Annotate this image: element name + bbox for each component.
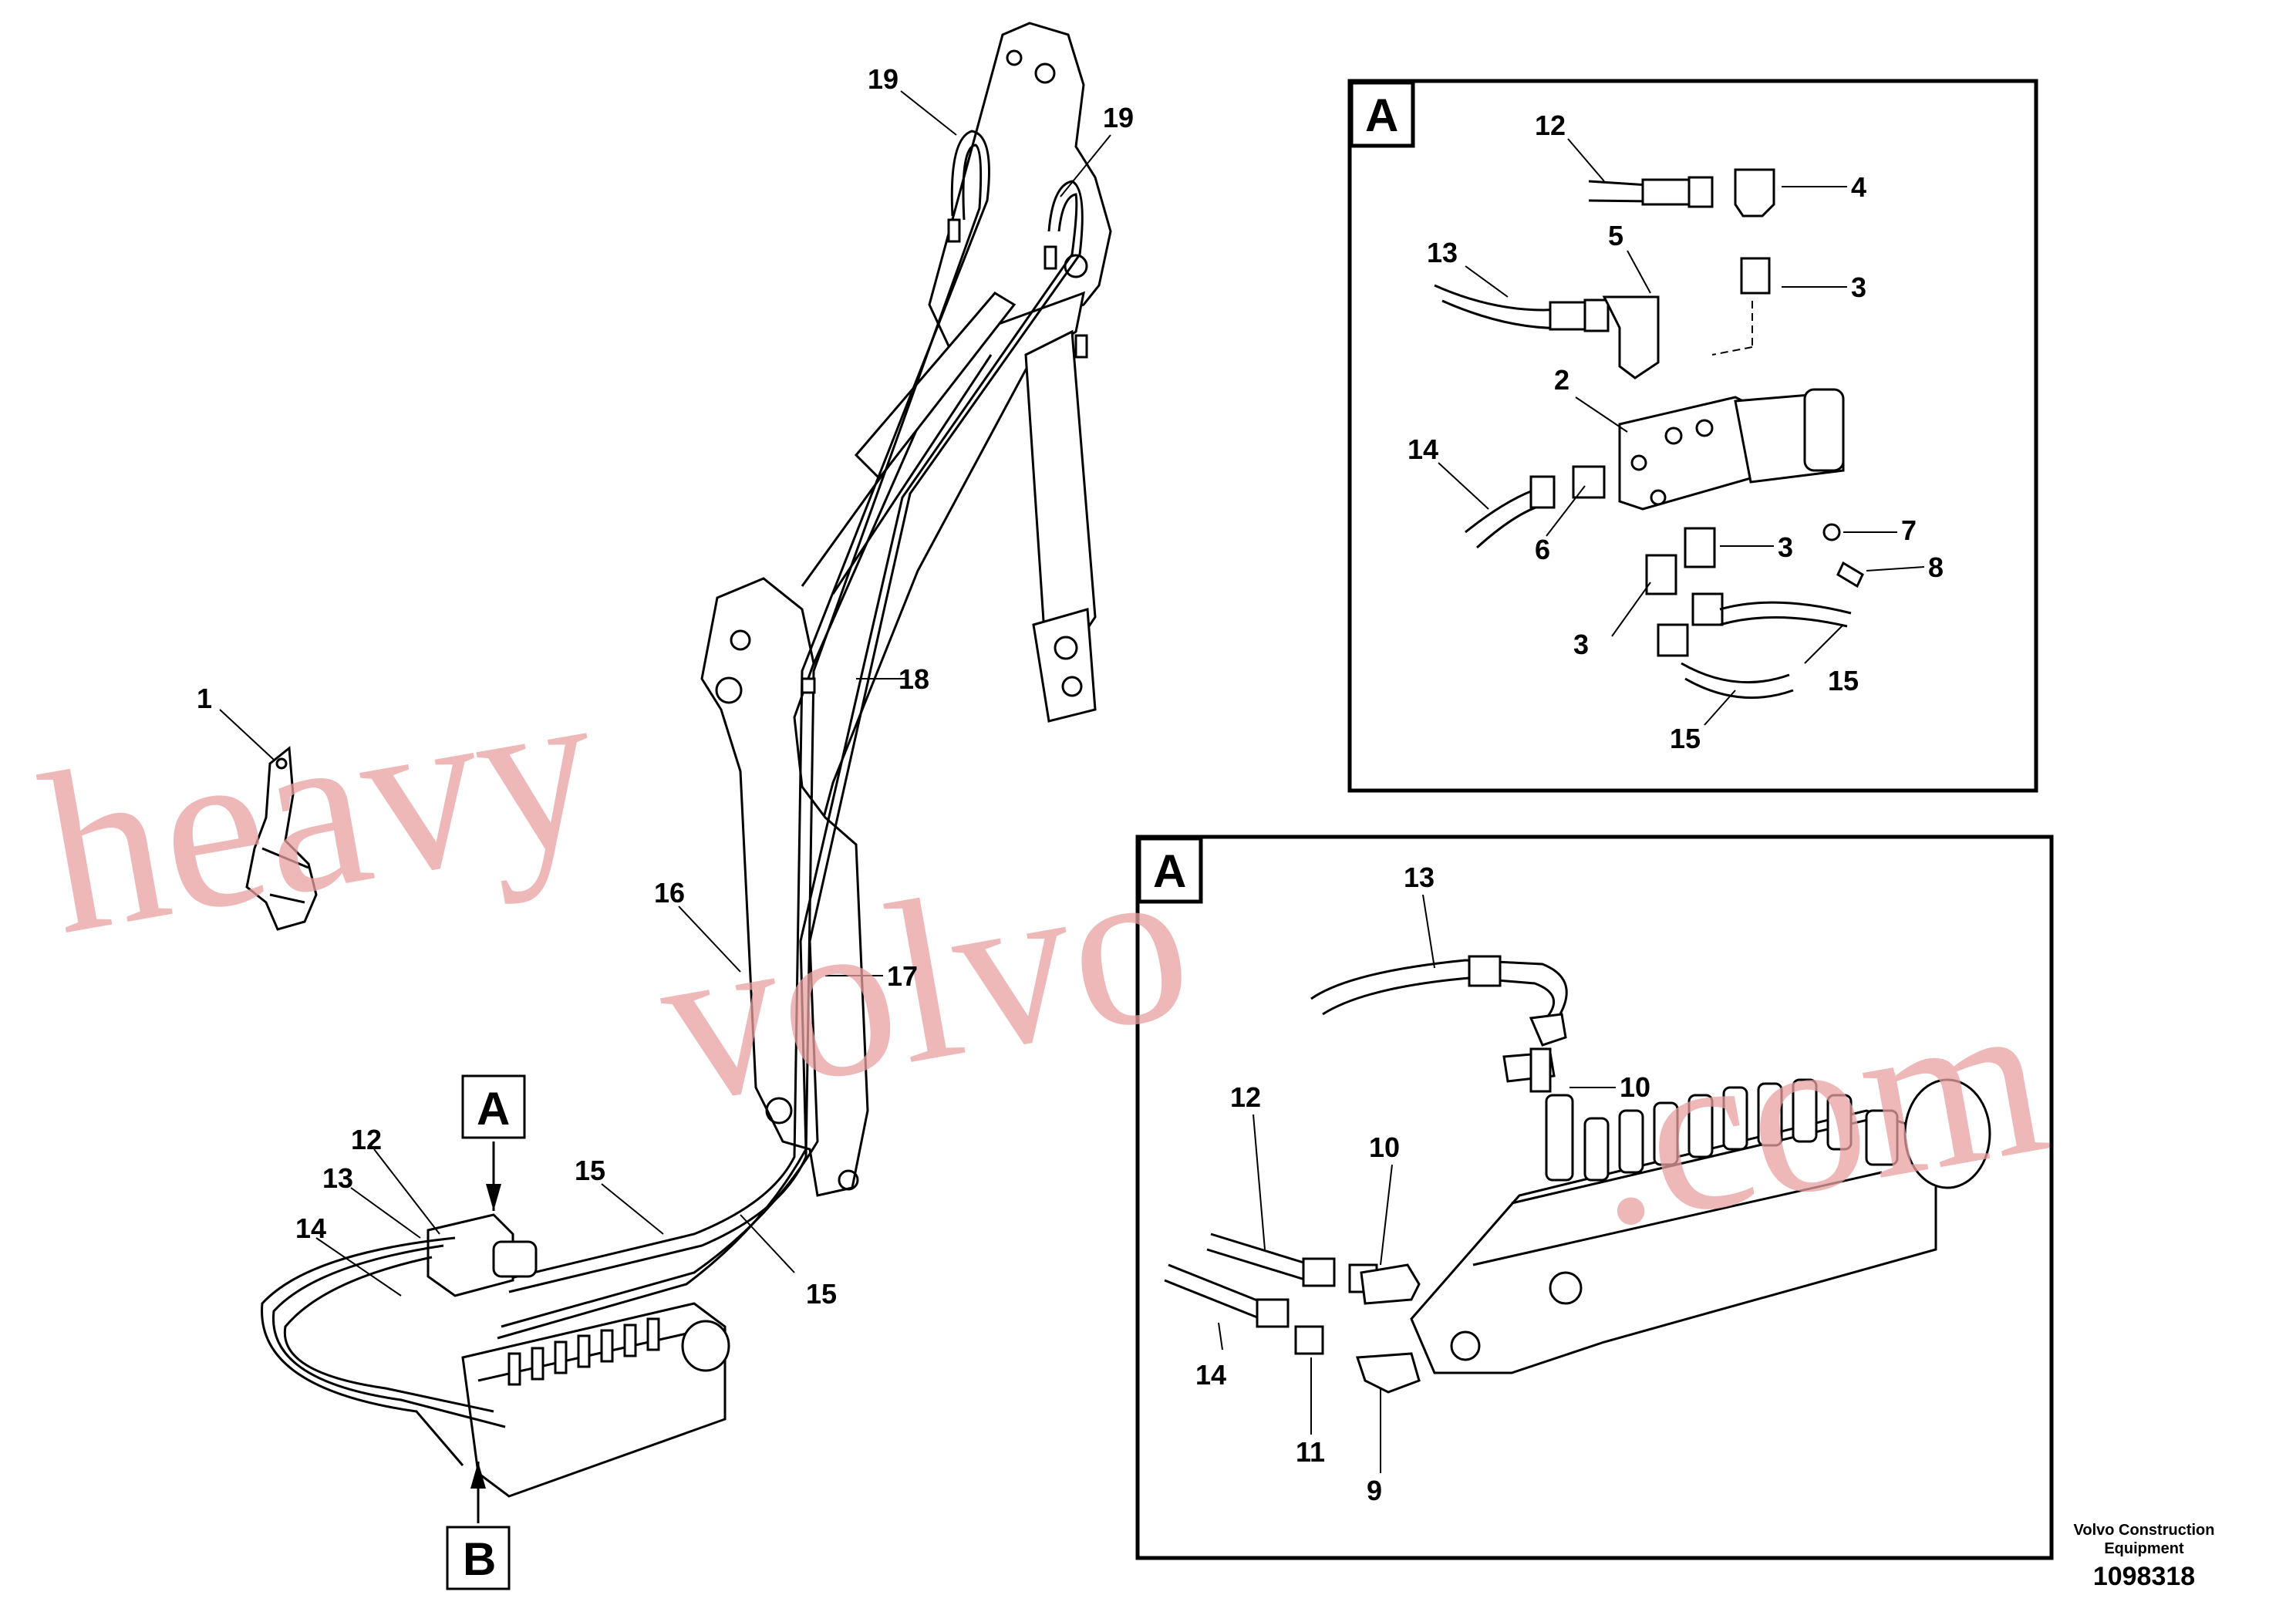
detail-a-lower-letter: A bbox=[1153, 845, 1186, 897]
detail-a-upper bbox=[1347, 79, 2038, 793]
view-arrows bbox=[446, 1074, 526, 1590]
callout-a1-4: 4 bbox=[1851, 171, 1866, 203]
callout-a2-13: 13 bbox=[1404, 862, 1435, 893]
callout-19-left: 19 bbox=[868, 63, 899, 95]
detail-a-upper-letter: A bbox=[1365, 89, 1398, 141]
callout-a1-3-mid: 3 bbox=[1778, 531, 1793, 563]
callout-a1-5: 5 bbox=[1608, 220, 1623, 251]
view-marker-b: B bbox=[463, 1533, 496, 1585]
watermark-com: .com bbox=[1569, 944, 2062, 1276]
callout-15-lower: 15 bbox=[806, 1278, 837, 1310]
callout-14: 14 bbox=[295, 1212, 326, 1244]
callout-a1-14: 14 bbox=[1408, 433, 1438, 465]
detail-a-lower bbox=[1135, 835, 2054, 1560]
callout-a1-13: 13 bbox=[1427, 237, 1458, 268]
view-marker-a: A bbox=[477, 1083, 510, 1135]
callout-15-upper: 15 bbox=[575, 1155, 605, 1186]
callout-a1-15-right: 15 bbox=[1828, 665, 1859, 696]
callout-a2-12: 12 bbox=[1230, 1081, 1261, 1113]
leaders-main bbox=[219, 90, 1111, 1297]
watermark-heavy: heavy bbox=[26, 635, 615, 983]
callout-a2-11: 11 bbox=[1296, 1436, 1325, 1468]
callout-16: 16 bbox=[654, 877, 685, 909]
footer: Volvo Construction Equipment 1098318 bbox=[2074, 1522, 2215, 1591]
boom-hoses bbox=[497, 130, 1088, 1340]
callout-a1-8: 8 bbox=[1928, 551, 1944, 583]
callout-a1-15-low: 15 bbox=[1670, 723, 1701, 754]
callout-a1-6: 6 bbox=[1535, 534, 1550, 565]
valve-spools bbox=[1545, 1078, 1899, 1182]
watermark-volvo: volvo bbox=[643, 808, 1207, 1152]
footer-company-line2: Equipment bbox=[2104, 1540, 2184, 1557]
callouts-main: 19 19 18 16 17 1 15 15 12 13 14 A B bbox=[197, 63, 1134, 1585]
callout-a1-12: 12 bbox=[1535, 110, 1566, 141]
callout-a2-9: 9 bbox=[1367, 1475, 1382, 1506]
callout-a2-10-top: 10 bbox=[1620, 1071, 1650, 1103]
boom-assembly bbox=[700, 22, 1112, 1197]
callout-a1-2: 2 bbox=[1554, 364, 1569, 396]
callout-1: 1 bbox=[197, 683, 212, 714]
callout-12: 12 bbox=[351, 1124, 382, 1155]
callout-18: 18 bbox=[899, 663, 929, 695]
callout-17: 17 bbox=[887, 960, 918, 992]
callout-a1-3-top: 3 bbox=[1851, 271, 1866, 303]
callout-a1-3-low: 3 bbox=[1573, 629, 1589, 660]
footer-company-line1: Volvo Construction bbox=[2074, 1522, 2215, 1539]
callouts-detail-a-lower: A 13 12 10 10 14 11 9 bbox=[1153, 845, 1650, 1506]
callout-19-right: 19 bbox=[1103, 102, 1134, 133]
callout-13: 13 bbox=[322, 1162, 353, 1194]
pedal-part bbox=[245, 746, 318, 931]
control-valve-main bbox=[261, 1213, 730, 1498]
callout-a1-7: 7 bbox=[1901, 514, 1917, 546]
callout-a2-14: 14 bbox=[1195, 1359, 1226, 1391]
footer-drawing-code: 1098318 bbox=[2093, 1562, 2195, 1591]
callout-a2-10-mid: 10 bbox=[1369, 1131, 1400, 1163]
callouts-detail-a-upper: A 12 4 5 13 3 2 14 6 7 3 8 3 15 15 bbox=[1365, 89, 1944, 754]
